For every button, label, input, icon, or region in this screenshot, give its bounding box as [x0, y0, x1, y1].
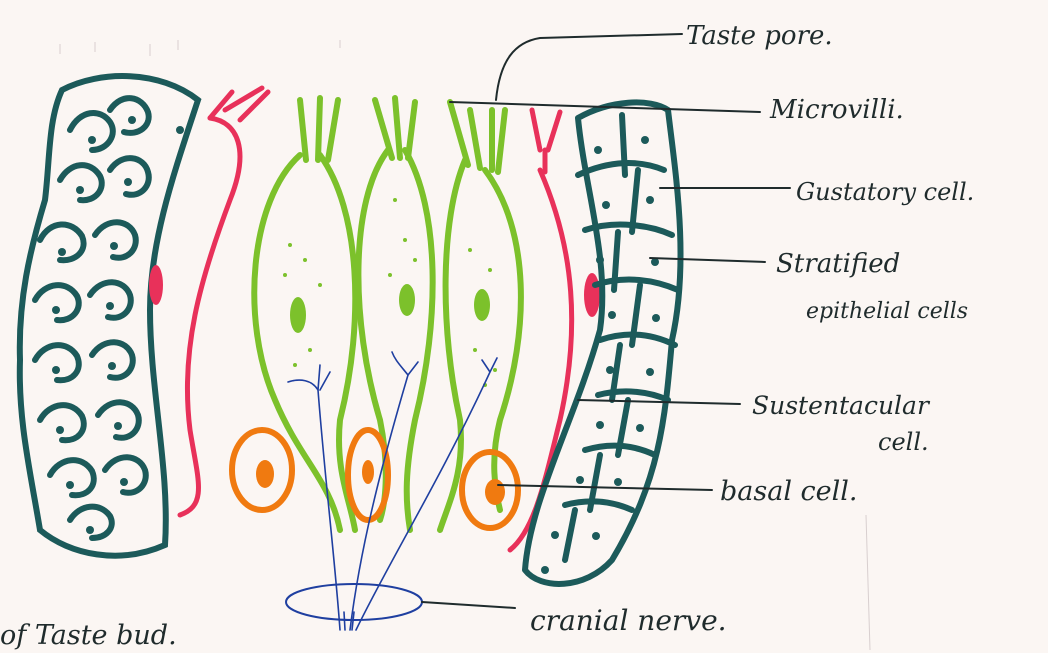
- nerve-fibres: [288, 352, 497, 630]
- label-microvilli: Microvilli.: [769, 95, 904, 125]
- right-epithelium-nuclei: [541, 136, 660, 574]
- figure-caption: of Taste bud.: [0, 620, 177, 651]
- label-stratified-line2: epithelial cells: [806, 299, 968, 324]
- right-epithelium: [525, 102, 681, 584]
- label-cranial-nerve: cranial nerve.: [530, 604, 727, 637]
- label-stratified-line1: Stratified: [776, 249, 900, 279]
- label-basal-cell: basal cell.: [720, 476, 858, 507]
- left-sustentacular-cell: [149, 88, 268, 515]
- label-sustentacular-line2: cell.: [878, 428, 929, 456]
- gustatory-nuclei: [283, 198, 497, 387]
- left-epithelium: [20, 76, 198, 556]
- basal-cells: [232, 430, 518, 528]
- label-gustatory-cell: Gustatory cell.: [796, 178, 974, 206]
- label-taste-pore: Taste pore.: [686, 21, 833, 51]
- label-sustentacular-line1: Sustentacular: [752, 391, 931, 420]
